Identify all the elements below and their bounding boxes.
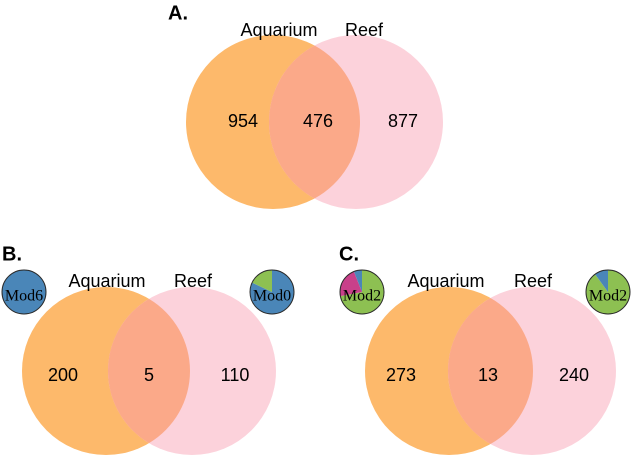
count-aquarium-only-c: 273 [386,365,416,385]
pie-slice-blue [595,270,608,292]
module-pie-left-b: Mod6 [1,269,47,315]
count-reef-only-c: 240 [559,365,589,385]
module-label-right-b: Mod0 [253,288,291,305]
pie-outline [249,269,295,315]
set-label-reef-b: Reef [174,271,213,291]
pie-outline [585,269,631,315]
count-overlap-a: 476 [303,111,333,131]
set-label-aquarium-b: Aquarium [68,271,145,291]
set-label-aquarium-c: Aquarium [407,271,484,291]
module-pie-left-c: Mod2 [339,269,385,315]
set-label-aquarium-a: Aquarium [240,20,317,40]
count-aquarium-only-b: 200 [48,365,78,385]
module-pie-right-b: Mod0 [249,269,295,315]
panel-c: C. Aquarium Reef 273 13 240 Mod2 Mod2 [339,243,631,455]
panel-a: A. Aquarium Reef 954 476 877 [168,2,443,209]
pie-slice-blue [353,270,362,292]
pie-outline [339,269,385,315]
count-overlap-c: 13 [478,365,498,385]
count-overlap-b: 5 [144,365,154,385]
overlap-region-b [107,298,190,444]
overlap-region-a [269,45,360,199]
count-reef-only-b: 110 [221,365,250,385]
set-label-reef-a: Reef [345,20,384,40]
overlap-region-c [448,297,533,445]
panel-b: B. Aquarium Reef 200 5 110 Mod6 Mod0 [1,243,295,455]
pie-slice-blue [2,270,46,314]
module-label-right-c: Mod2 [589,288,627,305]
module-pie-right-c: Mod2 [585,269,631,315]
panel-label-a: A. [168,2,188,24]
pie-outline [1,269,47,315]
count-reef-only-a: 877 [388,111,418,131]
pie-slice-green [252,270,272,292]
pie-slice-green [586,270,631,314]
module-label-left-b: Mod6 [5,288,43,305]
set-label-reef-c: Reef [514,271,553,291]
pie-slice-green [340,270,384,315]
count-aquarium-only-a: 954 [228,111,258,131]
panel-label-b: B. [2,243,22,265]
panel-label-c: C. [339,243,359,265]
module-label-left-c: Mod2 [343,288,381,305]
